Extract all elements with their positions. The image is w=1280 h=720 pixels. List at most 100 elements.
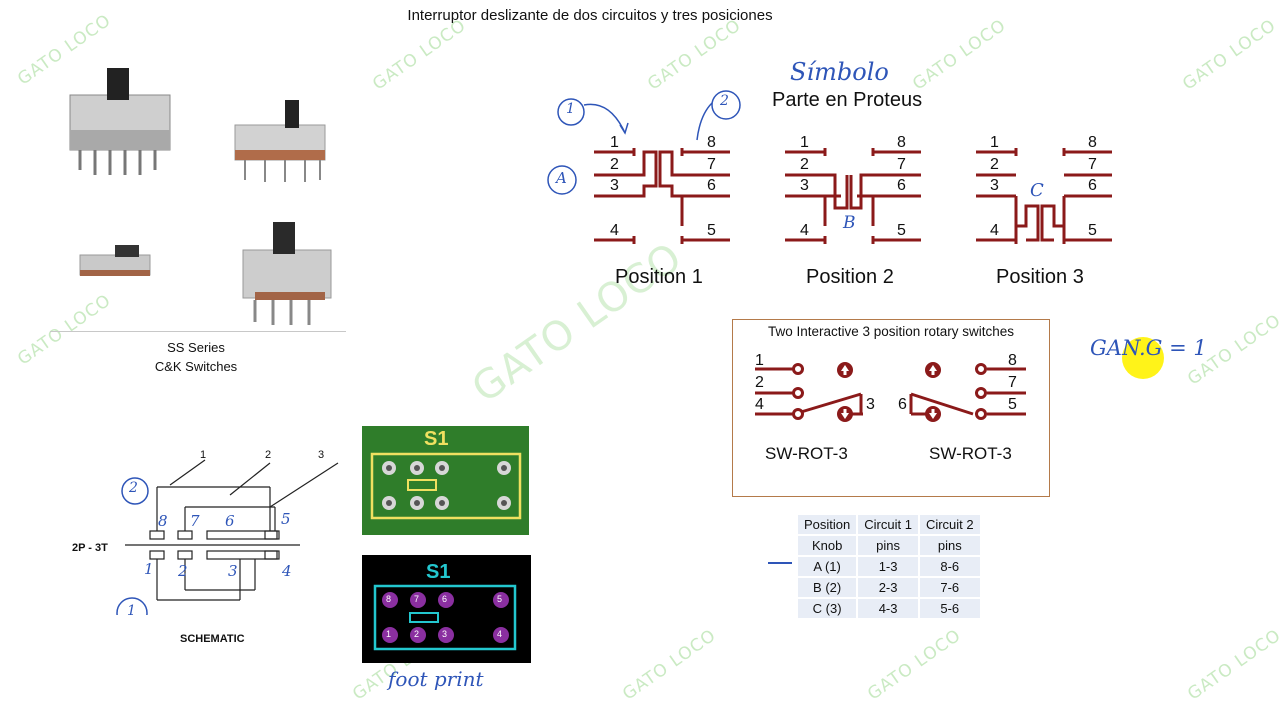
proteus-title: Parte en Proteus — [772, 89, 923, 111]
schematic-caption: SCHEMATIC — [180, 633, 245, 645]
position-table: Position Circuit 1 Circuit 2 Knob pins p… — [796, 513, 982, 620]
handwritten-symbol-note: Símbolo — [790, 58, 889, 86]
table-row: A (1) 1-3 8-6 — [798, 557, 980, 576]
table-header-cell: Circuit 1 — [858, 515, 918, 534]
table-row: C (3) 4-3 5-6 — [798, 599, 980, 618]
switch-photo-mini — [79, 245, 151, 276]
p3-pin-2: 2 — [990, 156, 999, 173]
schematic-circle-note-2: 2 — [129, 480, 138, 496]
rotary-symbols — [755, 362, 1026, 422]
rotary-title: Two Interactive 3 position rotary switch… — [767, 324, 1015, 339]
rot-left-label: SW-ROT-3 — [765, 444, 848, 463]
rot-right-pin-8: 8 — [1008, 352, 1017, 369]
circle-note-a — [547, 165, 577, 195]
pcb-footprint-green: S1 — [362, 426, 529, 535]
p3-pin-3: 3 — [990, 177, 999, 194]
pcb-footprint-black: S1 8 7 6 5 1 2 3 4 — [362, 555, 531, 663]
schematic-type-label: 2P - 3T — [72, 542, 108, 554]
table-cell: 2-3 — [858, 578, 918, 597]
footprint-label: S1 — [426, 561, 451, 583]
table-row: B (2) 2-3 7-6 — [798, 578, 980, 597]
schematic-hand-7: 7 — [190, 512, 200, 530]
position-2-symbol — [785, 148, 921, 244]
pad-label: 7 — [414, 594, 420, 604]
rot-left-pin-1: 1 — [755, 352, 764, 369]
rot-right-pin-5: 5 — [1008, 396, 1017, 413]
position-1-symbol — [594, 148, 730, 244]
p3-pin-8: 8 — [1088, 134, 1097, 151]
pad-label: 5 — [497, 594, 503, 604]
p1-pin-2: 2 — [610, 156, 619, 173]
table-cell: 7-6 — [919, 578, 980, 597]
circle-note-1 — [557, 98, 629, 135]
pad-label: 8 — [386, 594, 392, 604]
schematic-hand-3: 3 — [228, 562, 238, 580]
pad-label: 2 — [414, 629, 420, 639]
table-cell: 8-6 — [919, 557, 980, 576]
caption-series: SS Series — [167, 340, 225, 355]
p2-pin-7: 7 — [897, 156, 906, 173]
position-2-label: Position 2 — [806, 266, 894, 288]
watermark: GATO LOCO — [909, 15, 1011, 95]
p2-pin-8: 8 — [897, 134, 906, 151]
circle-note-2 — [696, 90, 741, 141]
annotation-b: B — [843, 213, 856, 233]
position-3-label: Position 3 — [996, 266, 1084, 288]
footprint-outline — [373, 584, 517, 651]
table-cell: 4-3 — [858, 599, 918, 618]
annotation-c: C — [1030, 180, 1044, 201]
photo-caption: SS Series C&K Switches — [60, 338, 332, 376]
rot-right-label: SW-ROT-3 — [929, 444, 1012, 463]
page-title: Interruptor deslizante de dos circuitos … — [407, 7, 773, 24]
table-header-row: Position Circuit 1 Circuit 2 — [798, 515, 980, 534]
schematic-callout-1: 1 — [200, 449, 207, 461]
pointer-dash — [768, 562, 792, 564]
position-1-label: Position 1 — [615, 266, 703, 288]
photo-divider — [50, 331, 346, 332]
rot-left-pin-4: 4 — [755, 396, 764, 413]
p2-pin-5: 5 — [897, 222, 906, 239]
table-cell: A (1) — [798, 557, 857, 576]
table-header-cell: pins — [919, 536, 980, 555]
p3-pin-7: 7 — [1088, 156, 1097, 173]
p2-pin-6: 6 — [897, 177, 906, 194]
circle-note-2-text: 2 — [720, 93, 729, 109]
schematic-hand-8: 8 — [158, 512, 168, 530]
watermark: GATO LOCO — [369, 15, 471, 95]
table-header-cell: Circuit 2 — [919, 515, 980, 534]
rotary-switches-panel: Two Interactive 3 position rotary switch… — [732, 319, 1050, 497]
p1-pin-4: 4 — [610, 222, 619, 239]
schematic-hand-1: 1 — [144, 560, 154, 578]
table-header-cell: Position — [798, 515, 857, 534]
pcb-label: S1 — [424, 428, 449, 450]
gang-note: GAN.G = 1 — [1090, 336, 1207, 360]
cursor-highlight — [1122, 337, 1164, 379]
schematic-drawing — [116, 459, 339, 615]
schematic-hand-4: 4 — [282, 562, 292, 580]
watermark: GATO LOCO — [1179, 15, 1280, 95]
table-cell: C (3) — [798, 599, 857, 618]
pad-label: 6 — [442, 594, 448, 604]
proteus-switch-symbols — [547, 90, 741, 195]
watermark: GATO LOCO — [619, 625, 721, 705]
p2-pin-3: 3 — [800, 177, 809, 194]
rot-left-pin-2: 2 — [755, 374, 764, 391]
caption-brand: C&K Switches — [154, 359, 238, 374]
schematic-callout-2: 2 — [265, 449, 272, 461]
rot-left-pin-3: 3 — [866, 396, 875, 413]
pad-label: 3 — [442, 629, 448, 639]
rot-right-pin-6: 6 — [898, 396, 907, 413]
table-cell: 5-6 — [919, 599, 980, 618]
p2-pin-1: 1 — [800, 134, 809, 151]
p3-pin-4: 4 — [990, 222, 999, 239]
p2-pin-4: 4 — [800, 222, 809, 239]
pcb-pads — [370, 452, 522, 520]
switch-photo-side — [242, 222, 332, 325]
table-header-cell: Knob — [798, 536, 857, 555]
table-cell: B (2) — [798, 578, 857, 597]
circle-note-1-text: 1 — [566, 101, 575, 117]
schematic-hand-5: 5 — [281, 510, 291, 528]
p3-pin-5: 5 — [1088, 222, 1097, 239]
pad-label: 4 — [497, 629, 503, 639]
position-3-symbol — [976, 148, 1112, 244]
